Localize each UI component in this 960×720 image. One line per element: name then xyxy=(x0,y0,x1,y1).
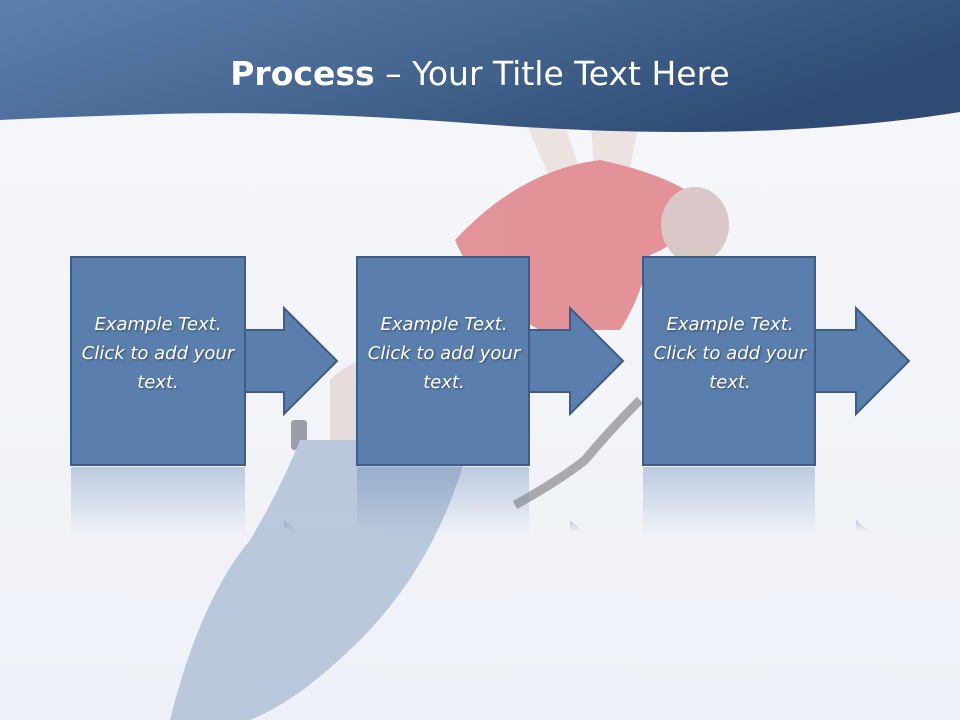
title-rest-text: – Your Title Text Here xyxy=(374,54,730,93)
box-arrow-shape xyxy=(356,256,625,536)
step-text[interactable]: Example Text. Click to add your text. xyxy=(653,314,807,393)
box-arrow-shape xyxy=(642,256,911,536)
slide-title[interactable]: Process – Your Title Text Here xyxy=(0,52,960,96)
process-step-3[interactable]: Example Text. Click to add your text. xyxy=(642,256,932,536)
step-text[interactable]: Example Text. Click to add your text. xyxy=(81,314,235,393)
step-text[interactable]: Example Text. Click to add your text. xyxy=(367,314,521,393)
process-step-1[interactable]: Example Text. Click to add your text. xyxy=(70,256,360,536)
title-bold-text: Process xyxy=(230,54,375,93)
header-band xyxy=(0,0,960,132)
process-step-2[interactable]: Example Text. Click to add your text. xyxy=(356,256,646,536)
box-arrow-shape xyxy=(70,256,339,536)
